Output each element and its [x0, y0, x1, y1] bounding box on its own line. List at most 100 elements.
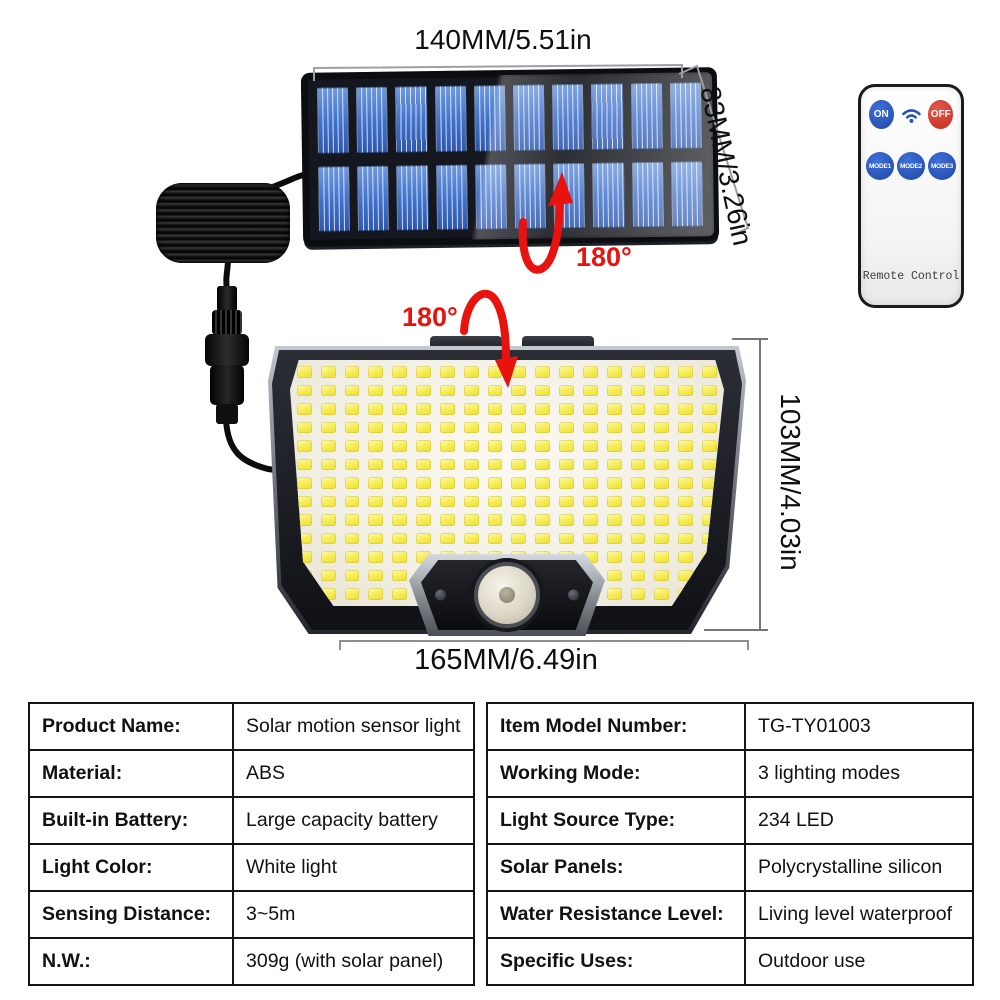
- led-chip: [392, 495, 408, 508]
- motion-sensor-module: [409, 554, 605, 636]
- led-chip: [463, 458, 479, 471]
- led-chip: [320, 421, 336, 434]
- led-chip: [297, 551, 312, 563]
- led-chip: [654, 588, 670, 600]
- led-chip: [535, 403, 551, 415]
- led-chip: [344, 403, 360, 415]
- connector-tip: [216, 404, 238, 424]
- led-chip: [392, 421, 408, 434]
- led-chip: [582, 421, 598, 434]
- panel-width-dimension: 140MM/5.51in: [414, 24, 592, 55]
- led-chip: [606, 588, 622, 600]
- led-chip: [344, 384, 360, 397]
- led-chip: [606, 440, 622, 452]
- led-chip: [582, 477, 598, 489]
- led-chip: [678, 514, 694, 526]
- spec-label: Specific Uses:: [486, 937, 746, 986]
- led-chip: [535, 532, 551, 545]
- spec-value: TG-TY01003: [744, 702, 974, 751]
- led-chip: [511, 366, 527, 378]
- led-chip: [582, 384, 598, 397]
- led-chip: [487, 440, 503, 452]
- connector-body: [205, 334, 249, 366]
- led-chip: [392, 440, 408, 452]
- led-chip: [678, 551, 694, 563]
- led-chip: [511, 403, 527, 415]
- led-chip: [320, 440, 336, 452]
- led-chip: [320, 514, 336, 526]
- led-chip: [463, 440, 479, 452]
- led-chip: [297, 421, 312, 434]
- led-chip: [344, 569, 360, 582]
- led-chip: [368, 588, 384, 600]
- spec-value: 234 LED: [744, 796, 974, 845]
- led-chip: [535, 458, 551, 471]
- led-chip: [344, 366, 360, 378]
- remote-caption: Remote Control: [862, 270, 960, 283]
- led-chip: [559, 421, 574, 434]
- led-chip: [344, 421, 360, 434]
- light-height-dimension: 103MM/4.03in: [775, 393, 806, 571]
- led-chip: [582, 551, 598, 563]
- spec-label: N.W.:: [28, 937, 234, 986]
- led-chip: [487, 403, 503, 415]
- led-chip: [654, 421, 670, 434]
- led-chip: [678, 384, 694, 397]
- led-chip: [678, 440, 694, 452]
- led-chip: [297, 366, 312, 378]
- led-chip: [416, 421, 431, 434]
- led-chip: [511, 384, 527, 397]
- led-chip: [344, 495, 360, 508]
- led-chip: [439, 458, 455, 471]
- led-chip: [439, 366, 455, 378]
- led-chip: [392, 384, 408, 397]
- led-chip: [559, 440, 574, 452]
- led-chip: [630, 458, 646, 471]
- led-chip: [654, 403, 670, 415]
- led-chip: [320, 588, 336, 600]
- table-row: Sensing Distance:3~5m: [28, 890, 475, 939]
- led-chip: [606, 403, 622, 415]
- led-chip: [368, 477, 384, 489]
- table-row: Water Resistance Level:Living level wate…: [486, 890, 974, 939]
- led-chip: [439, 440, 455, 452]
- led-chip: [463, 495, 479, 508]
- led-chip: [392, 403, 408, 415]
- off-button: OFF: [928, 100, 953, 129]
- led-chip: [392, 477, 408, 489]
- led-chip: [439, 532, 455, 545]
- led-chip: [630, 403, 646, 415]
- mode2-button: MODE2: [897, 152, 925, 180]
- led-chip: [654, 366, 670, 378]
- led-chip: [630, 495, 646, 508]
- led-chip: [606, 551, 622, 563]
- spec-value: Solar motion sensor light: [232, 702, 475, 751]
- led-chip: [654, 440, 670, 452]
- spec-label: Sensing Distance:: [28, 890, 234, 939]
- table-row: Light Color:White light: [28, 843, 475, 892]
- led-chip: [606, 421, 622, 434]
- led-chip: [678, 366, 694, 378]
- led-chip: [630, 366, 646, 378]
- spec-value: Living level waterproof: [744, 890, 974, 939]
- led-chip: [463, 366, 479, 378]
- led-chip: [463, 477, 479, 489]
- led-chip: [487, 458, 503, 471]
- mount-tab: [522, 336, 594, 349]
- spec-value: Large capacity battery: [232, 796, 475, 845]
- pir-sensor-icon: [474, 562, 540, 628]
- led-chip: [368, 514, 384, 526]
- led-chip: [392, 551, 408, 563]
- on-button: ON: [869, 100, 894, 129]
- led-chip: [606, 477, 622, 489]
- led-chip: [559, 477, 574, 489]
- led-chip: [416, 384, 431, 397]
- led-chip: [582, 366, 598, 378]
- led-chip: [654, 477, 670, 489]
- led-chip: [416, 366, 431, 378]
- led-chip: [606, 384, 622, 397]
- led-chip: [702, 421, 717, 434]
- led-chip: [559, 532, 574, 545]
